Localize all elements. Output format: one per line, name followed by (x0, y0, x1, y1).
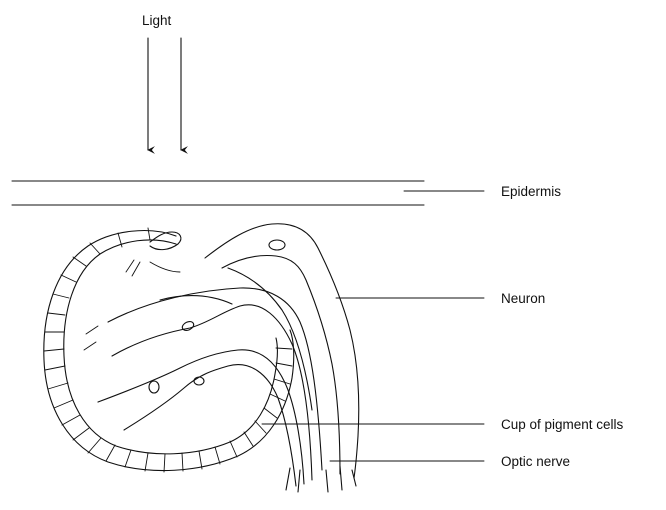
epidermis-label: Epidermis (501, 184, 561, 199)
fiber-whisker-1 (126, 260, 134, 272)
fiber-whisker-3 (86, 326, 98, 334)
optic-nerve-fibers (286, 466, 356, 492)
nucleus-1 (181, 320, 195, 332)
nucleus-3 (194, 377, 204, 385)
pigment-cup-label: Cup of pigment cells (501, 417, 624, 432)
neuron-fiber-2 (112, 305, 312, 480)
optic-nerve-label: Optic nerve (501, 454, 570, 469)
neuron-fiber-6 (160, 296, 232, 304)
neuron-label: Neuron (501, 291, 545, 306)
light-label: Light (142, 13, 172, 28)
nucleus-2 (149, 381, 159, 393)
fiber-whisker-2 (132, 262, 140, 276)
neuron-fiber-5 (228, 268, 312, 410)
pigment-cup-inner (64, 240, 278, 454)
fiber-whisker-4 (84, 342, 96, 350)
neuron-nucleus-top (269, 240, 285, 250)
pigment-cup-outer (44, 231, 294, 471)
fiber-whisker-5 (150, 262, 180, 272)
pigment-cells (44, 228, 292, 472)
